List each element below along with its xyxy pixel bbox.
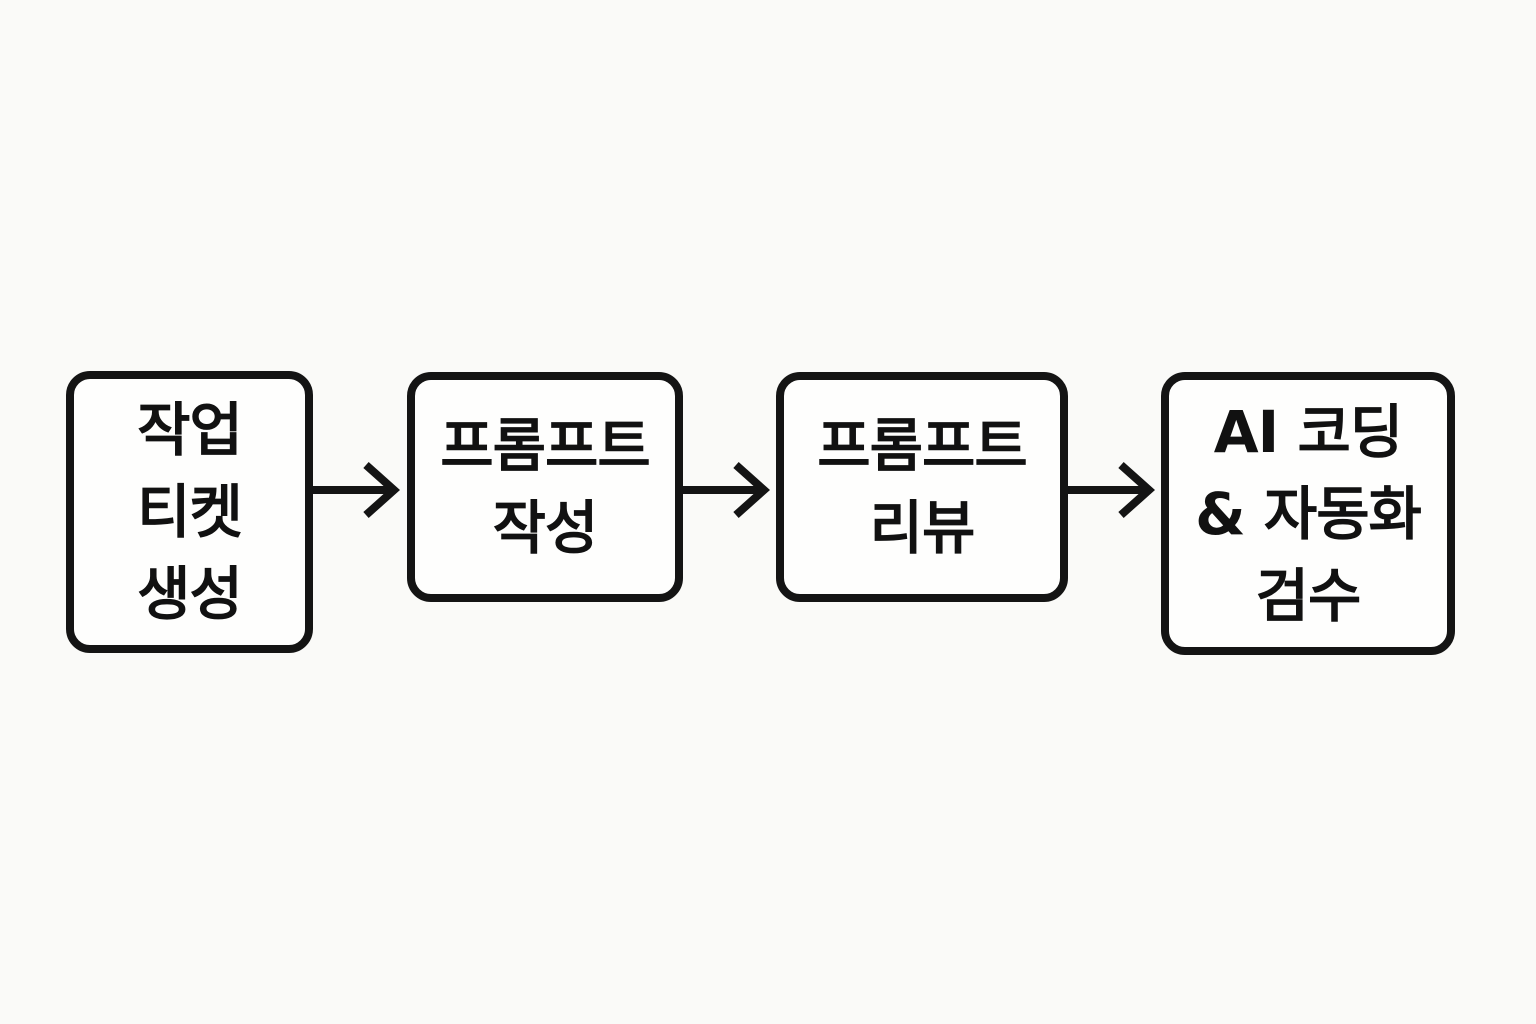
flow-step-ai-coding-automation-review: AI 코딩 & 자동화 검수 <box>1161 372 1455 655</box>
step-label-line: 작업 <box>137 396 243 464</box>
flow-step-work-ticket: 작업 티켓 생성 <box>66 371 313 653</box>
step-label-line: 티켓 <box>137 478 243 546</box>
step-label-line: 생성 <box>137 560 243 628</box>
step-label-line: 작성 <box>492 494 599 562</box>
step-label-line: AI 코딩 <box>1213 397 1403 466</box>
step-label-line: 리뷰 <box>869 494 976 562</box>
flow-step-prompt-writing: 프롬프트 작성 <box>407 372 683 602</box>
step-label-line: 프롬프트 <box>440 412 650 480</box>
flow-step-prompt-review: 프롬프트 리뷰 <box>776 372 1068 602</box>
step-label-line: 프롬프트 <box>817 412 1027 480</box>
arrow-step1-to-step2 <box>310 455 406 525</box>
step-label-line: & 자동화 <box>1195 479 1422 548</box>
step-label-line: 검수 <box>1255 561 1362 630</box>
arrow-step2-to-step3 <box>680 455 776 525</box>
arrow-step3-to-step4 <box>1065 455 1161 525</box>
